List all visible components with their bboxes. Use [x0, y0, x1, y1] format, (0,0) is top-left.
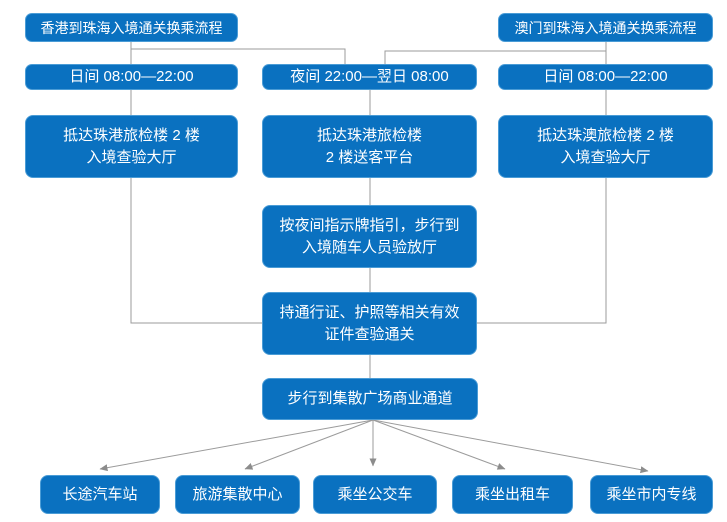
node-hk-daytime: 日间 08:00—22:00: [25, 64, 238, 90]
node-night-arrival-line1: 抵达珠港旅检楼: [316, 126, 422, 144]
node-walk-plaza-label: 步行到集散广场商业通道: [287, 390, 453, 407]
node-night-walk-line2: 入境随车人员验放厅: [301, 238, 437, 256]
node-night-arrival-line2: 2 楼送客平台: [325, 148, 414, 166]
arrow-connectors: [99, 419, 649, 474]
node-hk-arrival-line1: 抵达珠港旅检楼 2 楼: [63, 126, 200, 144]
node-dest-tourist-center: 旅游集散中心: [175, 475, 300, 514]
plain-connectors: [130, 42, 607, 378]
node-mo-title: 澳门到珠海入境通关换乘流程: [498, 13, 713, 42]
node-dest-coach-station-label: 长途汽车站: [62, 485, 138, 503]
node-dest-city-line: 乘坐市内专线: [590, 475, 713, 514]
node-hk-title: 香港到珠海入境通关换乘流程: [25, 13, 238, 42]
node-mo-arrival-line2: 入境查验大厅: [560, 148, 651, 166]
node-dest-bus: 乘坐公交车: [313, 475, 437, 514]
node-dest-bus-label: 乘坐公交车: [337, 485, 413, 503]
node-hk-arrival-hall: 抵达珠港旅检楼 2 楼 入境查验大厅: [25, 115, 238, 178]
node-mo-title-label: 澳门到珠海入境通关换乘流程: [514, 19, 697, 36]
node-night-walk-line1: 按夜间指示牌指引，步行到: [279, 216, 460, 234]
node-mo-daytime: 日间 08:00—22:00: [498, 64, 713, 90]
node-nighttime: 夜间 22:00—翌日 08:00: [262, 64, 477, 90]
node-night-arrival-platform: 抵达珠港旅检楼 2 楼送客平台: [262, 115, 477, 178]
node-hk-daytime-label: 日间 08:00—22:00: [69, 68, 194, 85]
node-mo-daytime-label: 日间 08:00—22:00: [543, 68, 668, 85]
node-mo-arrival-hall: 抵达珠澳旅检楼 2 楼 入境查验大厅: [498, 115, 713, 178]
node-hk-arrival-line2: 入境查验大厅: [86, 148, 177, 166]
node-customs-check-line2: 证件查验通关: [324, 325, 415, 343]
node-dest-coach-station: 长途汽车站: [40, 475, 160, 514]
node-nighttime-label: 夜间 22:00—翌日 08:00: [290, 68, 449, 85]
node-customs-check: 持通行证、护照等相关有效 证件查验通关: [262, 292, 477, 355]
node-dest-tourist-center-label: 旅游集散中心: [192, 485, 283, 503]
node-night-walk-instruction: 按夜间指示牌指引，步行到 入境随车人员验放厅: [262, 205, 477, 268]
node-customs-check-line1: 持通行证、护照等相关有效: [279, 303, 460, 321]
node-dest-taxi: 乘坐出租车: [452, 475, 573, 514]
node-dest-city-line-label: 乘坐市内专线: [606, 485, 697, 503]
node-mo-arrival-line1: 抵达珠澳旅检楼 2 楼: [537, 126, 674, 144]
node-walk-plaza: 步行到集散广场商业通道: [262, 378, 478, 420]
node-hk-title-label: 香港到珠海入境通关换乘流程: [40, 19, 223, 36]
node-dest-taxi-label: 乘坐出租车: [474, 485, 550, 503]
